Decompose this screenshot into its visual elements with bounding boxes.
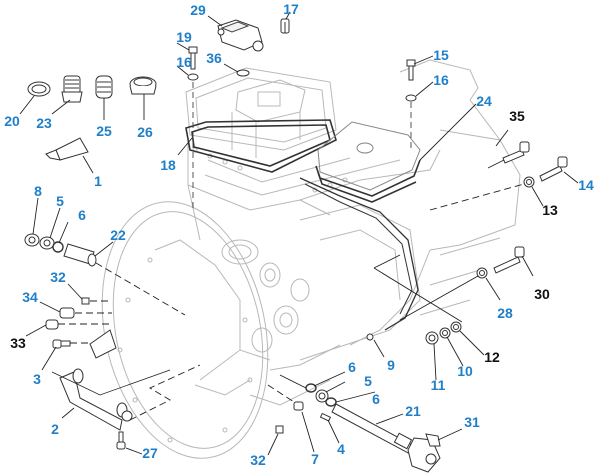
callout-20: 20 [4,113,20,129]
side-gasket [299,177,419,331]
part-6-o-ring-lower-2 [325,397,337,407]
part-26-lock-ring [129,76,157,95]
callout-16: 16 [433,72,449,88]
part-6-o-ring [52,241,64,253]
part-1-sealant-tube [45,137,89,161]
rear-cover [315,121,421,203]
callout-9: 9 [387,357,395,373]
callout-30: 30 [534,286,550,302]
callout-22: 22 [110,227,126,243]
part-31-yoke [407,433,441,473]
part-8-bushing [24,233,40,247]
callout-6: 6 [348,359,356,375]
callout-17: 17 [283,1,299,17]
part-13-washer [523,176,535,188]
part-5-bushing [39,236,55,250]
part-36-plug [236,69,250,77]
part-10-lock-washer [439,327,451,339]
callout-3: 3 [33,371,41,387]
callout-28: 28 [497,305,513,321]
part-3-bolt [52,339,71,349]
callout-27: 27 [142,445,158,461]
part-16-washer [187,73,199,81]
callout-25: 25 [96,123,112,139]
part-34-fitting [59,307,75,319]
callout-35: 35 [509,108,525,124]
callout-18: 18 [160,157,176,173]
callout-32: 32 [250,452,266,468]
callout-33: 33 [10,335,26,351]
part-23-drain-plug [61,75,83,103]
callout-29: 29 [190,2,206,18]
callout-6: 6 [78,207,86,223]
transmission-case [101,59,521,459]
part-27-bolt [116,431,126,450]
callout-19: 19 [176,29,192,45]
part-30-bolt [493,246,525,274]
callout-6: 6 [372,391,380,407]
part-4-key [319,412,332,422]
callout-4: 4 [337,441,345,457]
callout-34: 34 [22,289,38,305]
part-2-shift-fork [59,368,133,431]
part-22-shaft [63,243,97,267]
callout-12: 12 [484,349,500,365]
part-11-nut [425,331,439,345]
callout-8: 8 [34,183,42,199]
part-32-plug [81,297,90,305]
part-20-seal-ring [27,81,51,97]
leader-lines [19,11,579,456]
callout-15: 15 [433,47,449,63]
callout-32: 32 [50,269,66,285]
bracket [89,329,117,359]
part-33-fitting [45,319,59,330]
part-12-washer [450,321,462,333]
part-29-switch-assembly [217,19,264,52]
callout-14: 14 [578,177,594,193]
part-28-washer [476,267,488,279]
callout-23: 23 [36,115,52,131]
part-17-breather [280,18,290,34]
part-15-bolt [406,59,416,81]
part-16-washer-right [405,94,417,102]
callout-5: 5 [364,373,372,389]
callout-11: 11 [431,377,446,393]
part-25-fill-plug [95,75,113,99]
part-9-gasket-tab [366,333,374,341]
part-14-bolt [539,156,568,182]
callout-1: 1 [94,173,102,189]
part-5-bushing-lower [315,389,329,403]
callout-21: 21 [405,403,421,419]
callout-7: 7 [311,451,319,467]
callout-2: 2 [51,421,59,437]
part-32-plug-lower [275,425,284,434]
part-35-bolt [502,141,530,164]
callout-13: 13 [542,202,558,218]
callout-36: 36 [206,50,222,66]
callout-5: 5 [56,193,64,209]
callout-10: 10 [457,363,473,379]
callout-24: 24 [476,93,492,109]
callout-16: 16 [176,54,192,70]
callout-26: 26 [137,124,153,140]
part-7-fitting [293,401,304,411]
callout-31: 31 [464,414,480,430]
